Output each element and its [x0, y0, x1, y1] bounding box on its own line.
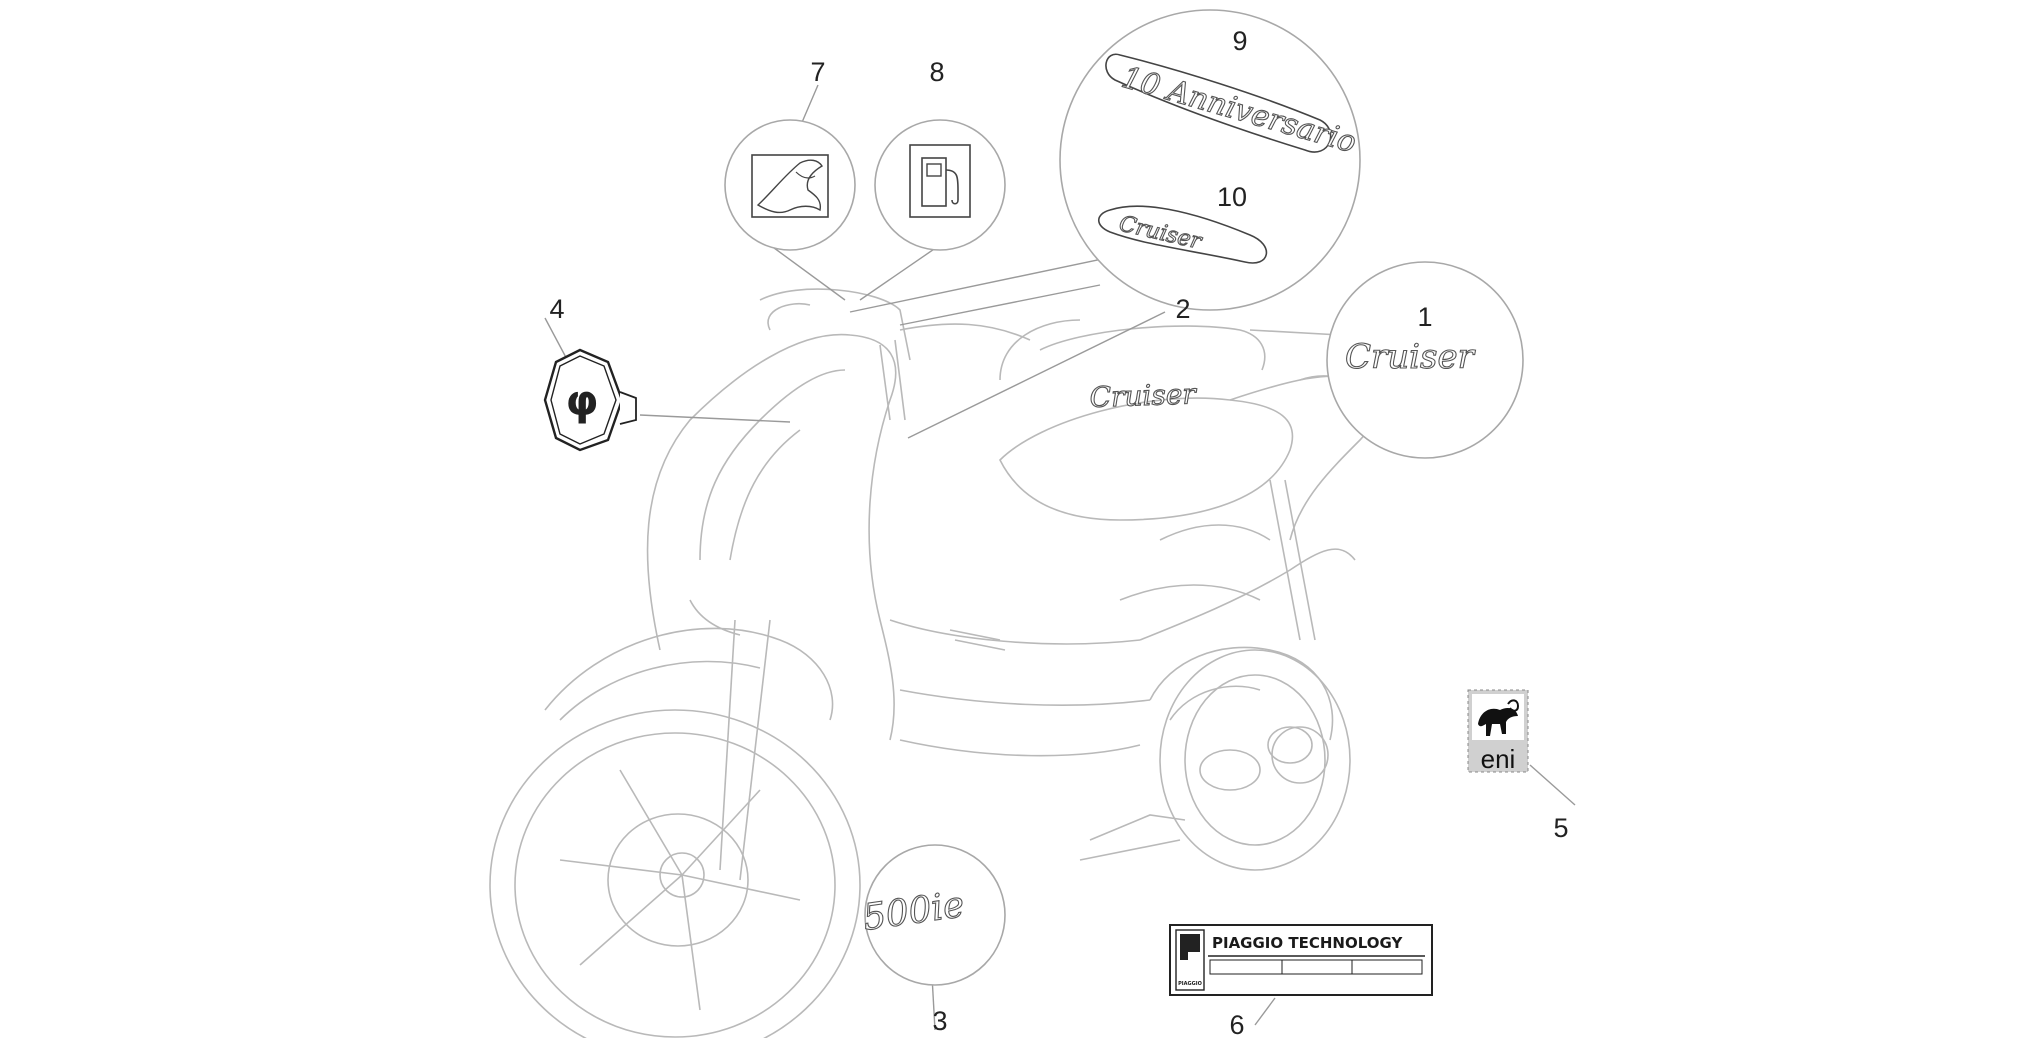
callout-9: 9	[1232, 26, 1247, 56]
callout-2: 2	[1175, 294, 1190, 324]
six-legged-dog-icon	[1478, 699, 1520, 736]
eni-logo: eni	[1467, 689, 1529, 774]
svg-text:φ: φ	[566, 376, 599, 425]
callout-4: 4	[549, 294, 564, 324]
fuel-pump-icon	[921, 157, 959, 207]
technology-plate-text: PIAGGIO TECHNOLOGY	[1212, 934, 1403, 952]
callout-8: 8	[929, 57, 944, 87]
callout-10: 10	[1217, 182, 1247, 212]
bubble-model-badge: 500ie	[860, 844, 1006, 986]
bubble-anniversary-decals: 10 Anniversario Cruiser	[1059, 9, 1361, 311]
callout-1: 1	[1417, 302, 1432, 332]
pegasus-icon	[756, 159, 823, 214]
technology-plate-small-text: PIAGGIO	[1178, 981, 1202, 987]
scooter-illustration	[489, 288, 1376, 1038]
leader-lines	[544, 50, 1576, 1031]
callout-6: 6	[1229, 1010, 1244, 1038]
callout-7: 7	[810, 57, 825, 87]
technology-plate: PIAGGIO PIAGGIO TECHNOLOGY	[1169, 924, 1433, 996]
model-badge-text: 500ie	[861, 884, 967, 939]
bubble-cruiser-decal: Cruiser	[1326, 261, 1524, 459]
cruiser-large-text: Cruiser	[1345, 337, 1476, 377]
piaggio-shield-icon: φ	[543, 348, 637, 452]
eni-logo-text: eni	[1481, 744, 1516, 774]
cruiser-body-decal-text: Cruiser	[1089, 377, 1198, 414]
callout-3: 3	[932, 1006, 947, 1036]
bubble-pegasus-decal	[724, 119, 856, 251]
bubble-fuel-decal	[874, 119, 1006, 251]
callout-5: 5	[1553, 813, 1568, 843]
